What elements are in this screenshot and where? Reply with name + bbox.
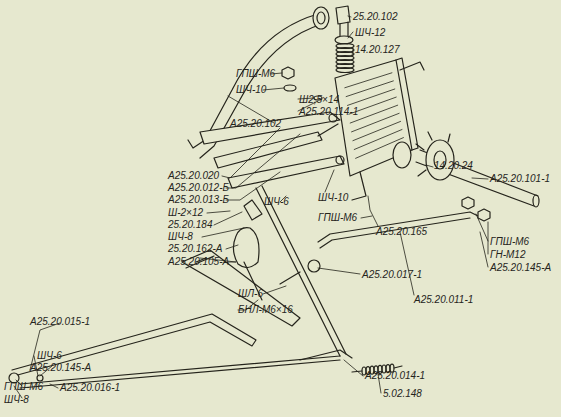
part-label: А25.20.011-1 bbox=[414, 294, 473, 305]
shaft bbox=[393, 132, 539, 207]
coil-turn bbox=[336, 68, 354, 73]
part-label: А25.20.014-1 bbox=[365, 370, 425, 381]
part-label: 14.20.24 bbox=[434, 160, 473, 171]
pedal-rib bbox=[348, 89, 395, 105]
part-label: ШЧ-6 bbox=[264, 196, 289, 207]
part-label: ГПШ-М6 bbox=[236, 68, 275, 79]
part-label: ГН-М12 bbox=[490, 249, 525, 260]
part-label: ШЛ-6 bbox=[238, 288, 263, 299]
part-label: ГПШ-М6 bbox=[490, 236, 529, 247]
part-label: А25.20.165 bbox=[376, 226, 427, 237]
pedal-rib bbox=[352, 113, 400, 132]
levers bbox=[200, 112, 344, 188]
part-label: А25.20.114-1 bbox=[299, 106, 358, 117]
part-label: ШЧ-8 bbox=[4, 394, 29, 405]
bolt-spring bbox=[335, 6, 354, 73]
part-label: А25.20.102 bbox=[230, 118, 281, 129]
part-label: А25.20.017-1 bbox=[362, 269, 422, 280]
part-label: ШЧ-6 bbox=[37, 350, 62, 361]
part-label: ШЧ-10 bbox=[236, 84, 266, 95]
part-label: А25.20.105-А bbox=[168, 256, 229, 267]
part-label: А25.20.101-1 bbox=[490, 173, 550, 184]
part-label: ШЧ-10 bbox=[318, 192, 348, 203]
part-label: А25.20.013-Б bbox=[168, 194, 229, 205]
part-label: ШЧ-8 bbox=[168, 231, 193, 242]
part-label: ГПШ-М6 bbox=[4, 381, 43, 392]
part-label: 25.20.162-А bbox=[168, 243, 223, 254]
part-label: А25.20.145-А bbox=[490, 262, 551, 273]
part-label: ШЧ-12 bbox=[355, 27, 385, 38]
part-label: А25.20.012-Б bbox=[168, 182, 229, 193]
pedal-rib bbox=[345, 73, 392, 88]
pedal-plate bbox=[335, 58, 424, 200]
part-label: Ш2,5×14 bbox=[299, 94, 339, 105]
part-label: 14.20.127 bbox=[355, 44, 400, 55]
bent-rod bbox=[318, 197, 490, 248]
vertical-rod bbox=[256, 186, 346, 356]
part-label: 25.20.102 bbox=[353, 11, 398, 22]
bottom-rods bbox=[9, 314, 352, 388]
part-label: 25.20.184 bbox=[168, 219, 213, 230]
part-label: Ш-2×12 bbox=[168, 207, 203, 218]
pedal-rib bbox=[346, 81, 393, 97]
part-label: А25.20.020 bbox=[168, 170, 219, 181]
part-label: А25.20.145-А bbox=[30, 362, 91, 373]
part-label: А25.20.016-1 bbox=[60, 382, 120, 393]
part-label: А25.20.015-1 bbox=[30, 316, 90, 327]
part-label: БНЛ-М6×16 bbox=[238, 304, 293, 315]
part-label: ГПШ-М6 bbox=[318, 212, 357, 223]
part-label: 5.02.148 bbox=[383, 388, 422, 399]
leader-lines bbox=[14, 16, 488, 398]
pedal-rib bbox=[353, 121, 401, 140]
